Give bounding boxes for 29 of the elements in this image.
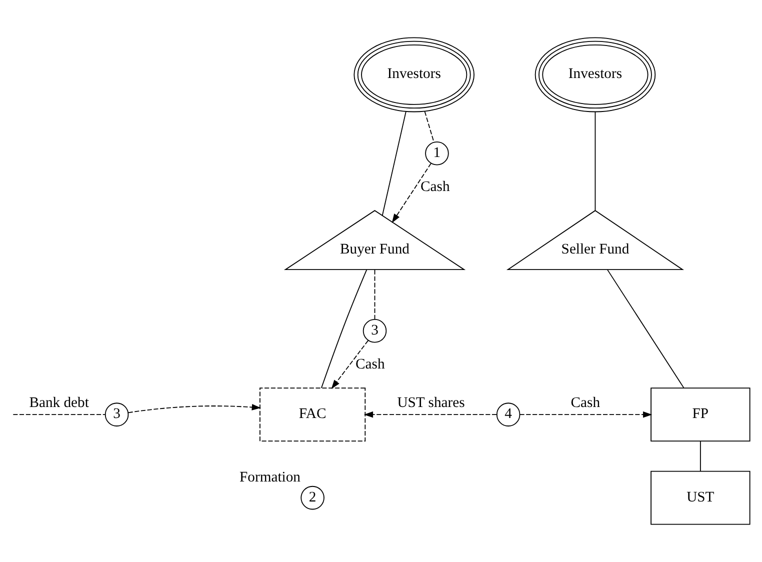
node-box: UST xyxy=(650,470,750,525)
node-circle: 1 xyxy=(425,142,449,166)
connector xyxy=(607,269,684,388)
edge-label: Cash xyxy=(420,179,450,196)
connector xyxy=(594,112,596,211)
node-box: FP xyxy=(650,388,750,442)
edge-label: UST shares xyxy=(397,395,465,412)
connector xyxy=(12,414,106,416)
connector xyxy=(424,110,434,143)
node-circle: 3 xyxy=(104,402,129,426)
arrow xyxy=(128,404,262,414)
arrow xyxy=(364,411,497,418)
node-circle: 2 xyxy=(300,486,324,510)
node-label: Formation xyxy=(240,470,300,486)
node-circle: 4 xyxy=(496,402,520,426)
arrow xyxy=(331,340,369,390)
connector xyxy=(320,269,368,388)
node-box: FAC xyxy=(260,388,366,442)
node-circle: 3 xyxy=(362,318,387,343)
arrow xyxy=(519,411,652,418)
connector xyxy=(382,111,406,216)
connector xyxy=(374,270,376,320)
edge-label: Cash xyxy=(570,395,600,412)
arrow xyxy=(392,162,432,223)
edge-label: Cash xyxy=(356,356,385,373)
node-ellipse: Investors xyxy=(534,37,656,112)
node-ellipse: Investors xyxy=(354,37,474,112)
connector xyxy=(700,440,701,472)
edge-label: Bank debt xyxy=(29,395,89,412)
